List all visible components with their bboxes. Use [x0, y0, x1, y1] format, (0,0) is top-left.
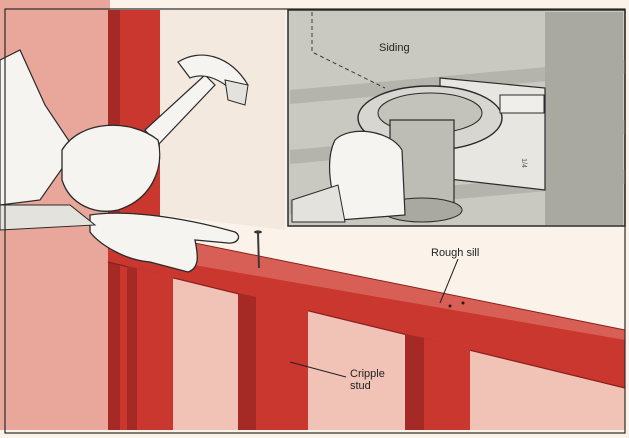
label-siding: Siding	[379, 42, 410, 54]
hand-holding-sill	[89, 212, 240, 273]
rough-sill-board	[108, 236, 625, 388]
rough-sill-edge	[107, 261, 626, 389]
hand-gripping-hammer	[61, 124, 161, 212]
hammer-icon	[144, 54, 249, 146]
rough-sill-edge-top	[159, 235, 626, 331]
label-rough-sill: Rough sill	[431, 247, 480, 259]
cripple-stud-1	[127, 266, 173, 430]
cripple-stud-1-shade	[127, 266, 137, 430]
leader-cripple-stud	[289, 361, 347, 378]
rough-sill-top-face	[108, 236, 625, 340]
cuff-lower	[0, 204, 97, 231]
nail-mark	[461, 301, 465, 305]
inset-right-wall	[545, 12, 623, 225]
dashed-opening-outline	[311, 12, 386, 89]
label-cripple-stud-line2: stud	[350, 380, 371, 392]
label-tool-scale: 1/4	[519, 158, 527, 168]
cripple-stud-2-shade	[238, 293, 256, 430]
label-cripple-stud-line1: Cripple	[350, 368, 385, 380]
nail-mark	[448, 304, 452, 308]
frame-border	[4, 8, 626, 434]
inset-panel	[287, 9, 626, 227]
nail-icon	[254, 230, 262, 269]
cripple-stud-3-shade	[405, 334, 424, 430]
leader-rough-sill	[439, 258, 459, 304]
sleeve	[291, 184, 346, 223]
hand-icon	[328, 130, 406, 221]
circular-saw-icon	[357, 85, 545, 223]
